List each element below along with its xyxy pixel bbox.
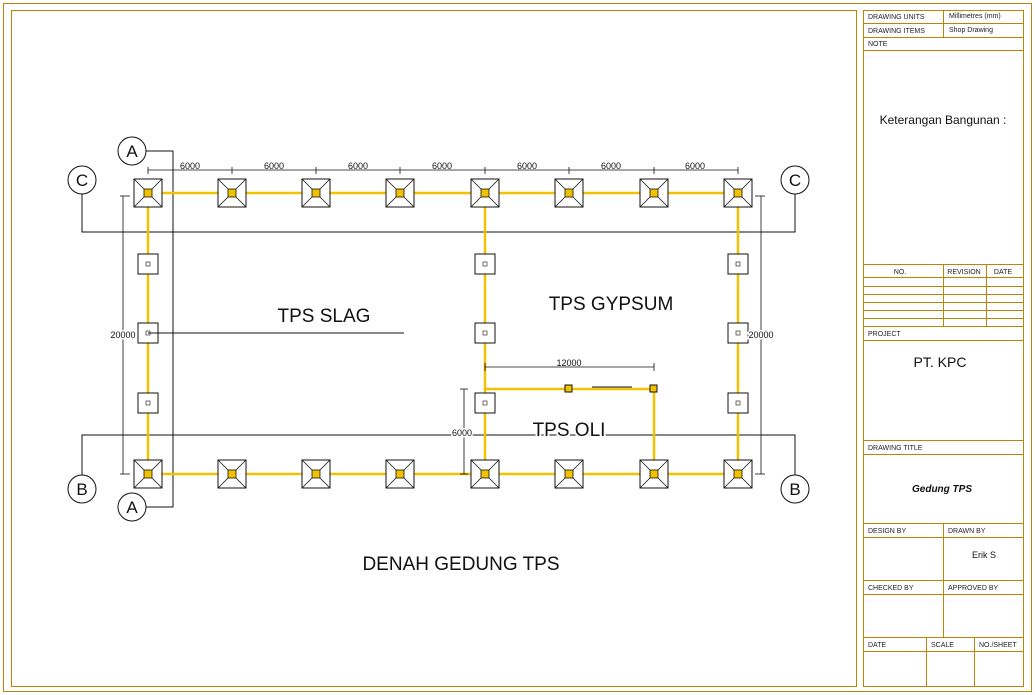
date-label: DATE [868, 642, 886, 649]
dim-bay-6: 6000 [601, 161, 621, 171]
note-label: NOTE [868, 41, 888, 48]
footing [554, 459, 584, 489]
column [474, 253, 496, 275]
grid-label-b-left: B [76, 480, 87, 499]
scale-label: SCALE [931, 642, 954, 649]
dim-bay-5: 6000 [517, 161, 537, 171]
footing [723, 459, 753, 489]
footing [217, 459, 247, 489]
approved-by-label: APPROVED BY [948, 585, 999, 592]
drawing-items-value: Shop Drawing [949, 27, 993, 34]
drawing-units-label: DRAWING UNITS [868, 14, 925, 21]
revision-no-header: NO. [894, 269, 907, 276]
room-label-slag: TPS SLAG [278, 306, 371, 327]
grid-label-c-left: C [76, 171, 88, 190]
column [474, 322, 496, 344]
footing [385, 459, 415, 489]
grid-label-a-bottom: A [126, 498, 138, 517]
grid-label-a-top: A [126, 142, 138, 161]
dim-bay-7: 6000 [685, 161, 705, 171]
drawing-frame [11, 10, 857, 687]
drawn-by-label: DRAWN BY [948, 528, 986, 535]
room-label-oli: TPS OLI [533, 420, 606, 441]
floor-plan: 6000 6000 6000 6000 6000 6000 6000 20000… [67, 136, 810, 575]
dim-bay-4: 6000 [432, 161, 452, 171]
footing [723, 178, 753, 208]
drawing-title-label: DRAWING TITLE [868, 445, 923, 452]
dim-bay-3: 6000 [348, 161, 368, 171]
title-block: DRAWING UNITS Millimetres (mm) DRAWING I… [863, 10, 1024, 687]
outer-border [3, 3, 1032, 692]
footing [133, 459, 163, 489]
drawing-units-value: Millimetres (mm) [949, 13, 1001, 20]
footing [639, 178, 669, 208]
footing [133, 178, 163, 208]
column [727, 253, 749, 275]
footing [470, 459, 500, 489]
grid-label-b-right: B [789, 480, 800, 499]
column [137, 392, 159, 414]
revision-date-header: DATE [994, 269, 1012, 276]
grid-bubbles [67, 136, 810, 522]
revision-header: REVISION [947, 269, 980, 276]
footing [385, 178, 415, 208]
dim-bay-1: 6000 [180, 161, 200, 171]
dim-width-left: 20000 [110, 330, 135, 340]
project-label: PROJECT [868, 331, 901, 338]
dimension-sides [120, 195, 765, 475]
dim-oli-width: 12000 [556, 358, 581, 368]
sheet-label: NO./SHEET [979, 642, 1017, 649]
grid-lines [81, 150, 796, 508]
drawn-by-value: Erik S [972, 550, 996, 560]
footing [217, 178, 247, 208]
drawing-title: DENAH GEDUNG TPS [362, 554, 559, 575]
dim-oli-depth: 6000 [452, 428, 472, 438]
note-text: Keterangan Bangunan : [880, 113, 1007, 127]
footings [133, 178, 753, 489]
footing [554, 178, 584, 208]
drawing-title-value: Gedung TPS [912, 484, 972, 495]
columns [137, 253, 749, 414]
footing [301, 178, 331, 208]
column [474, 392, 496, 414]
footing [639, 459, 669, 489]
drawing-items-label: DRAWING ITEMS [868, 28, 925, 35]
project-value: PT. KPC [914, 354, 967, 370]
dimension-top-labels: 6000 6000 6000 6000 6000 6000 6000 [180, 161, 705, 171]
dim-width-right: 20000 [748, 330, 773, 340]
dim-bay-2: 6000 [264, 161, 284, 171]
oli-detail [564, 384, 658, 393]
room-label-gypsum: TPS GYPSUM [549, 294, 674, 315]
checked-by-label: CHECKED BY [868, 585, 914, 592]
footing [301, 459, 331, 489]
grid-label-c-right: C [789, 171, 801, 190]
footing [470, 178, 500, 208]
column [137, 253, 159, 275]
dimension-top [147, 167, 739, 174]
column [727, 322, 749, 344]
column [727, 392, 749, 414]
design-by-label: DESIGN BY [868, 528, 906, 535]
